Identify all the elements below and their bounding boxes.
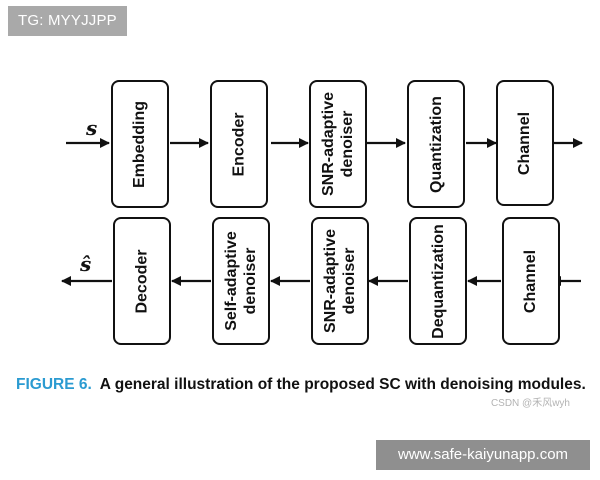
channel-rx-label: Channel <box>522 249 540 313</box>
dequantization-label: Dequantization <box>429 223 447 339</box>
decoder-label: Decoder <box>133 248 151 314</box>
source-credit: CSDN @禾风wyh <box>490 398 570 409</box>
embedding-label: Embedding <box>131 100 149 188</box>
dequantization-block: Dequantization <box>409 217 467 345</box>
top-left-watermark-badge: TG: MYYJJPP <box>8 6 127 36</box>
figure-caption-text: A general illustration of the proposed S… <box>99 376 586 393</box>
figure-number: FIGURE 6. <box>16 376 92 393</box>
decoder-block: Decoder <box>113 217 171 345</box>
figure-caption: FIGURE 6. A general illustration of the p… <box>16 376 586 394</box>
encoder-block: Encoder <box>210 80 268 208</box>
quantization-label: Quantization <box>427 95 445 193</box>
channel-tx-block: Channel <box>496 80 554 206</box>
quantization-block: Quantization <box>407 80 465 208</box>
output-symbol: ŝ <box>80 252 92 276</box>
encoder-label: Encoder <box>230 111 248 177</box>
input-symbol: s <box>86 116 98 140</box>
embedding-block: Embedding <box>111 80 169 208</box>
channel-rx-block: Channel <box>502 217 560 345</box>
bottom-right-watermark-badge: www.safe-kaiyunapp.com <box>376 440 590 470</box>
channel-tx-label: Channel <box>516 111 534 175</box>
